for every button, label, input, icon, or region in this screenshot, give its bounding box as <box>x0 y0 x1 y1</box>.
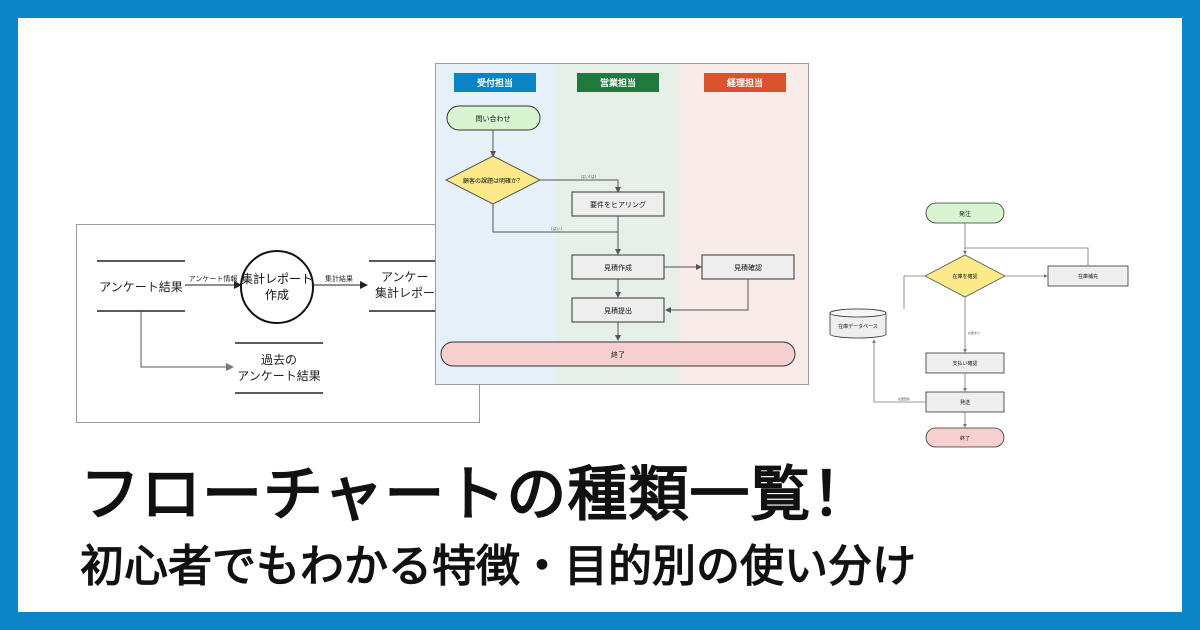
order-start-label: 発注 <box>959 210 971 218</box>
lane-header-accounting <box>704 73 786 92</box>
estimate-submit-process <box>571 297 665 323</box>
past-store-label-line2: アンケート結果 <box>237 369 321 383</box>
inventory-flowchart: 発注 在庫を確認 在庫補充 在庫データベース 在庫あり 支払 <box>829 202 1129 448</box>
content-area: アンケート結果 アンケート情報 集計レポート 作成 集計結果 アンケー 集計レポ… <box>18 18 1182 612</box>
no-label: (はい) <box>551 226 563 231</box>
lane-accounting-bg <box>680 64 808 384</box>
payment-label: 支払い確認 <box>952 360 977 367</box>
connector-check-submit <box>665 279 749 313</box>
shipping-label: 発送 <box>960 399 970 406</box>
lane-title-accounting: 経理担当 <box>727 77 763 89</box>
hearing-label: 要件をヒアリング <box>590 200 646 209</box>
estimate-check-label: 見積確認 <box>734 263 762 272</box>
inventory-end <box>925 427 1005 448</box>
process-circle <box>240 250 314 324</box>
store-survey-results: アンケート結果 <box>99 280 183 294</box>
estimate-submit-label: 見積提出 <box>604 306 632 315</box>
swimlane-flowchart-card: 受付担当 営業担当 経理担当 問い合わせ 顧客の課題は明確か？ はい(は) (は… <box>435 63 809 385</box>
page-subtitle: 初心者でもわかる特徴・目的別の使い分け <box>80 541 916 592</box>
lane-title-reception: 受付担当 <box>477 77 513 89</box>
lane-title-sales: 営業担当 <box>600 77 636 89</box>
lane-header-sales <box>577 73 659 92</box>
yes-label: はい(は) <box>581 174 597 179</box>
past-results-connector <box>140 311 234 371</box>
branch-label: 在庫あり <box>968 330 980 335</box>
stock-decision-label: 在庫を確認 <box>952 273 977 280</box>
process-label-line2: 作成 <box>265 288 289 302</box>
connector-ship-db <box>872 339 926 403</box>
connector-decision-db <box>903 275 925 309</box>
restock-label: 在庫補充 <box>1078 273 1098 280</box>
inventory-end-label: 終了 <box>960 435 970 442</box>
start-label: 問い合わせ <box>476 114 511 123</box>
lane-header-reception <box>454 73 536 92</box>
end-terminator <box>440 341 796 367</box>
database-label: 在庫データベース <box>838 323 878 330</box>
swimlane-flowchart: 受付担当 営業担当 経理担当 問い合わせ 顧客の課題は明確か？ はい(は) (は… <box>436 64 808 384</box>
page-title: フローチャートの種類一覧！ <box>80 460 873 530</box>
report-store-label-line1: アンケー <box>381 270 429 284</box>
connector-restock-loop <box>965 247 1089 266</box>
data-flow-diagram-card: アンケート結果 アンケート情報 集計レポート 作成 集計結果 アンケー 集計レポ… <box>76 224 480 423</box>
report-store-label-line2: 集計レポー <box>375 285 435 300</box>
update-label: 在庫更新 <box>898 396 910 401</box>
flow-label-result: 集計結果 <box>325 274 353 283</box>
connector-yes <box>540 179 621 193</box>
data-flow-diagram: アンケート結果 アンケート情報 集計レポート 作成 集計結果 アンケー 集計レポ… <box>97 250 477 394</box>
inventory-flowchart-card: 発注 在庫を確認 在庫補充 在庫データベース 在庫あり 支払 <box>818 198 1158 448</box>
estimate-create-label: 見積作成 <box>604 263 632 272</box>
end-label: 終了 <box>611 350 625 359</box>
past-store-label-line1: 過去の <box>261 353 297 367</box>
estimate-check-process <box>701 254 795 280</box>
flow-label-info: アンケート情報 <box>189 274 238 283</box>
database-top <box>829 308 887 318</box>
hearing-process <box>571 191 665 217</box>
process-label-line1: 集計レポート <box>241 271 313 286</box>
decision-label: 顧客の課題は明確か？ <box>463 177 523 185</box>
